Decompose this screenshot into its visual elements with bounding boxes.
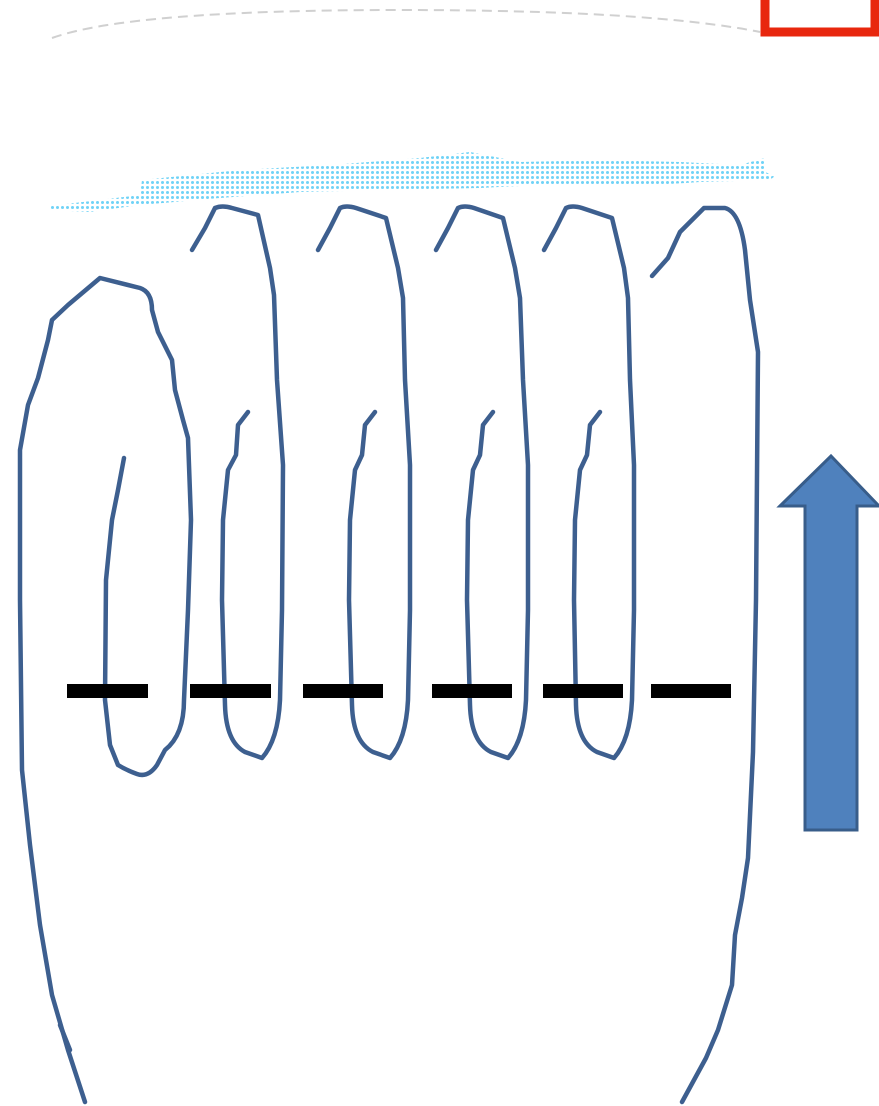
index-finger-outline: [192, 207, 283, 759]
hand-right-edge: [652, 208, 758, 1102]
corner-label: [765, 0, 875, 32]
middle-finger-outline: [318, 207, 410, 759]
hand-outline-icon: [20, 207, 758, 1103]
container-rim: [52, 10, 760, 38]
ring-finger-outline: [436, 207, 528, 759]
little-finger-outline: [544, 207, 634, 759]
water-surface-icon: [50, 152, 775, 212]
arrow-up-icon: [780, 456, 879, 830]
